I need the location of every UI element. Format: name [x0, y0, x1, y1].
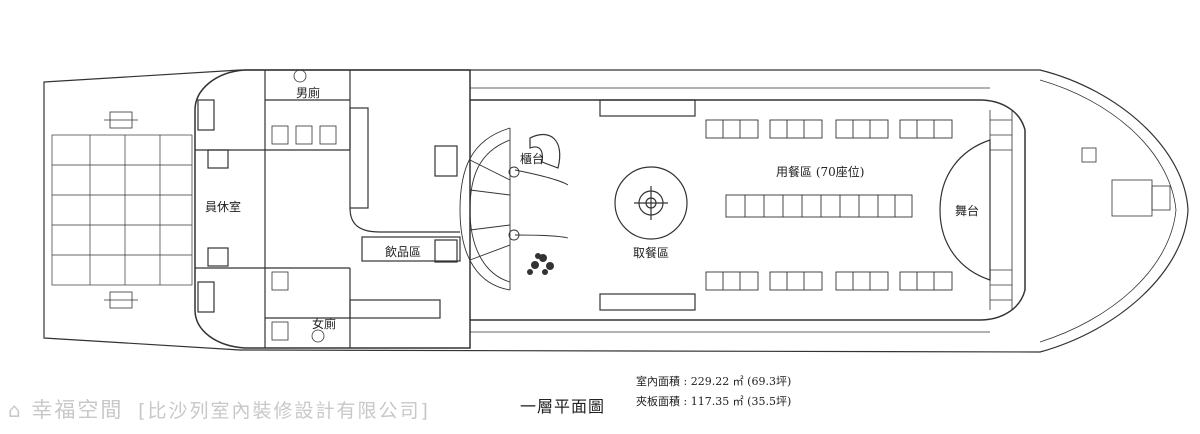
- watermark-brand: 幸福空間: [31, 398, 124, 422]
- label-mens-restroom: 男廁: [296, 86, 321, 100]
- planter-decoration: [527, 253, 554, 275]
- label-drinks-area: 飲品區: [385, 245, 422, 259]
- bollard-bottom: [104, 291, 138, 309]
- label-womens-restroom: 女廁: [312, 317, 337, 331]
- rear-deck-grating: [51, 134, 193, 286]
- label-stage: 舞台: [955, 204, 980, 218]
- area-mezzanine: 夾板面積 : 117.35 ㎡ (35.5坪): [636, 395, 792, 408]
- watermark-designer: [比沙列室內裝修設計有限公司]: [138, 400, 430, 422]
- bollard-top: [104, 111, 138, 129]
- hull-outline: [43, 69, 1189, 353]
- lounge-cabinet-bottom: [207, 247, 229, 267]
- house-logo-icon: ⌂: [8, 398, 23, 422]
- dining-tables: [705, 119, 953, 291]
- buffet-station-outer: [614, 166, 688, 240]
- hull-inner-line: [1039, 79, 1177, 343]
- stage-platform: [939, 139, 991, 281]
- bow-stairs: [989, 110, 1013, 310]
- toilet-stalls: [271, 69, 337, 343]
- cabin-wall: [194, 69, 1026, 349]
- counter-upper: [349, 107, 369, 209]
- lounge-cabinet-top: [207, 149, 229, 169]
- counter-lower-wall: [349, 299, 441, 319]
- area-indoor: 室內面積 : 229.22 ㎡ (69.3坪): [636, 375, 792, 388]
- drinks-counter: [361, 236, 461, 262]
- label-buffet-area: 取餐區: [633, 246, 670, 260]
- plan-title: 一層平面圖: [520, 397, 606, 416]
- label-dining-area: 用餐區 (70座位): [776, 165, 865, 179]
- reception-desk: [529, 133, 561, 169]
- label-staff-lounge: 員休室: [205, 200, 242, 214]
- label-counter: 櫃台: [520, 152, 545, 166]
- watermark: ⌂ 幸福空間 [比沙列室內裝修設計有限公司]: [8, 394, 430, 424]
- spiral-staircase: [459, 127, 569, 291]
